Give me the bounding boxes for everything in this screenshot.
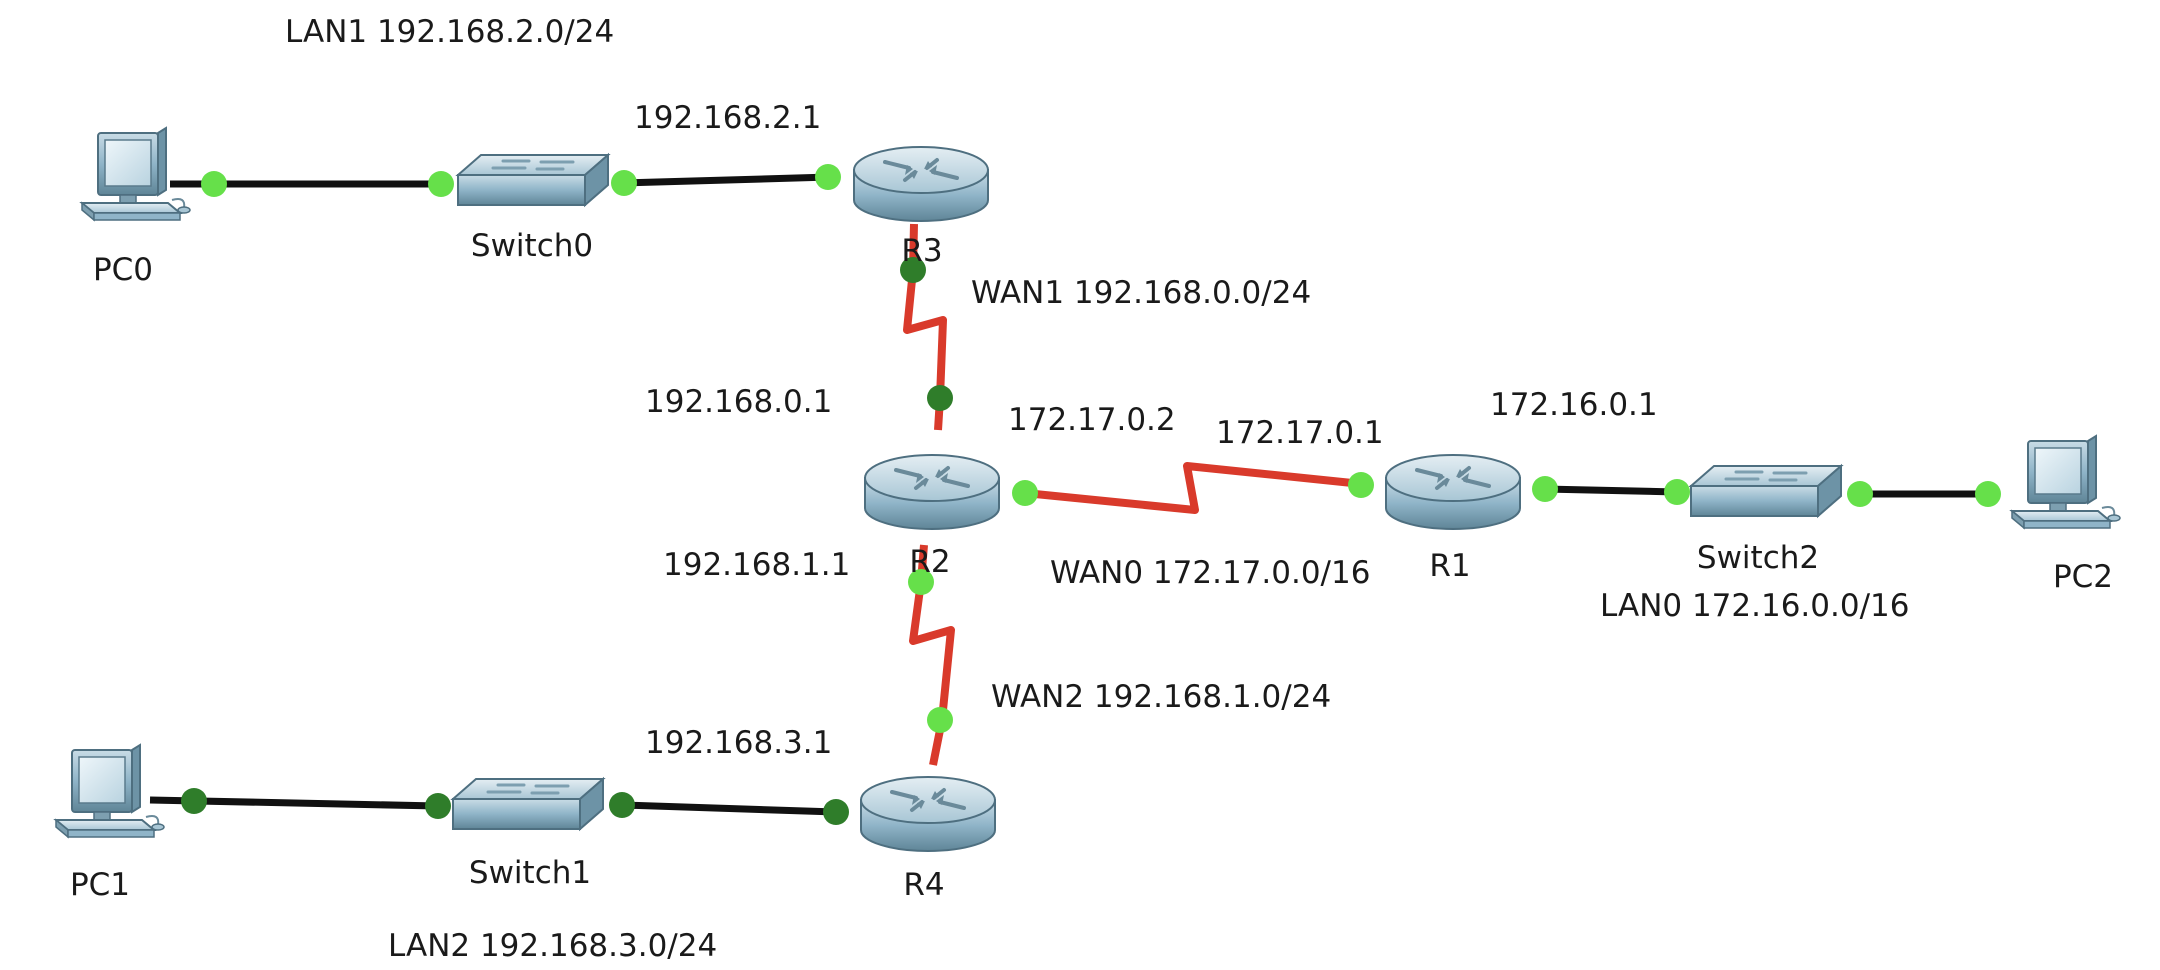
label-wan1: WAN1 192.168.0.0/24 <box>971 275 1311 311</box>
label-wan2: WAN2 192.168.1.0/24 <box>991 679 1331 715</box>
port-indicator <box>611 170 637 196</box>
port-indicator <box>823 799 849 825</box>
device-label-pc1: PC1 <box>70 867 130 903</box>
r2-router-icon[interactable] <box>863 453 1001 531</box>
label-ip-192-168-2-1: 192.168.2.1 <box>634 100 821 136</box>
device-label-pc0: PC0 <box>93 252 153 288</box>
link-r1-switch2 <box>1543 485 1678 496</box>
r4-router-icon[interactable] <box>859 775 997 853</box>
label-ip-172-17-0-1: 172.17.0.1 <box>1216 415 1384 451</box>
port-indicator <box>1348 472 1374 498</box>
switch2-icon[interactable] <box>1689 464 1843 518</box>
label-lan2: LAN2 192.168.3.0/24 <box>388 928 717 964</box>
device-labels: PC0 PC1 PC2 Switch0 Switch1 Switch2 R1 R… <box>70 228 2113 903</box>
port-indicator <box>815 164 841 190</box>
network-labels: LAN1 192.168.2.0/24 192.168.2.1 WAN1 192… <box>285 14 1909 964</box>
link-switch0-r3 <box>623 173 831 187</box>
device-label-r3: R3 <box>901 233 942 269</box>
port-indicator <box>1532 476 1558 502</box>
port-indicator <box>908 569 934 595</box>
label-ip-192-168-3-1: 192.168.3.1 <box>645 725 832 761</box>
port-indicator <box>1012 480 1038 506</box>
link-r4-switch1 <box>621 801 837 816</box>
label-ip-192-168-0-1: 192.168.0.1 <box>645 384 832 420</box>
pc0-icon[interactable] <box>81 127 191 221</box>
port-indicator <box>1847 481 1873 507</box>
label-lan0: LAN0 172.16.0.0/16 <box>1600 588 1909 624</box>
device-label-pc2: PC2 <box>2053 559 2113 595</box>
label-ip-172-17-0-2: 172.17.0.2 <box>1008 402 1176 438</box>
port-indicator <box>1664 479 1690 505</box>
device-label-r1: R1 <box>1429 548 1470 584</box>
port-indicator <box>428 171 454 197</box>
device-label-switch0: Switch0 <box>471 228 593 264</box>
switch0-icon[interactable] <box>456 153 610 207</box>
port-indicator <box>927 385 953 411</box>
port-indicator <box>900 257 926 283</box>
devices-layer <box>55 127 2121 853</box>
device-label-switch2: Switch2 <box>1697 540 1819 576</box>
link-r2-r1-serial <box>1024 462 1363 514</box>
device-label-r2: R2 <box>909 544 950 580</box>
port-indicator <box>181 788 207 814</box>
port-indicator <box>1975 481 2001 507</box>
pc2-icon[interactable] <box>2011 435 2121 529</box>
label-lan1: LAN1 192.168.2.0/24 <box>285 14 614 50</box>
port-indicator <box>201 171 227 197</box>
label-ip-172-16-0-1: 172.16.0.1 <box>1490 387 1658 423</box>
port-indicator <box>609 792 635 818</box>
label-wan0: WAN0 172.17.0.0/16 <box>1050 555 1370 591</box>
port-indicator <box>927 707 953 733</box>
port-indicator <box>425 793 451 819</box>
label-ip-192-168-1-1: 192.168.1.1 <box>663 547 850 583</box>
device-label-r4: R4 <box>903 867 944 903</box>
device-label-switch1: Switch1 <box>469 855 591 891</box>
switch1-icon[interactable] <box>451 777 605 831</box>
r1-router-icon[interactable] <box>1384 453 1522 531</box>
pc1-icon[interactable] <box>55 744 165 838</box>
port-indicators <box>181 164 2001 825</box>
r3-router-icon[interactable] <box>852 145 990 223</box>
